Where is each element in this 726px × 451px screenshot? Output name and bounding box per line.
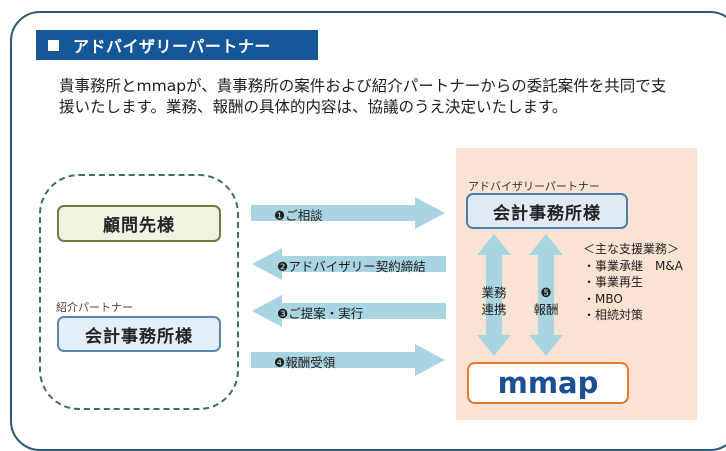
section-title: アドバイザリーパートナー — [73, 37, 271, 56]
section-header: アドバイザリーパートナー — [36, 30, 318, 60]
cooperation-label-line-2: 連携 — [481, 302, 507, 317]
fee-marker: ❺ — [540, 285, 552, 300]
right-office-box: 会計事務所様 — [466, 193, 628, 229]
cooperation-double-arrow — [477, 234, 511, 356]
flow-label-4: ❹報酬受領 — [274, 355, 336, 370]
services-title: ＜主な支援業務＞ — [583, 242, 680, 256]
client-group-border — [39, 174, 239, 410]
intro-line-1: 貴事務所とmmapが、貴事務所の案件および紹介パートナーからの委託案件を共同で支 — [59, 77, 667, 95]
flow-arrow-1-right — [251, 197, 445, 229]
flow-label-1: ❶ご相談 — [274, 208, 323, 223]
advisory-partner-label: アドバイザリーパートナー — [468, 180, 600, 193]
service-item: ・事業承継 M&A — [583, 258, 683, 273]
services-list: ＜主な支援業務＞ ・事業承継 M&A ・事業再生 ・MBO ・相続対策 — [583, 241, 683, 324]
intro-line-2: 援いたします。業務、報酬の具体的内容は、協議のうえ決定いたします。 — [59, 98, 568, 116]
mmap-logo: mmap — [467, 362, 629, 404]
service-item: ・相続対策 — [583, 308, 644, 322]
square-bullet-icon — [48, 39, 59, 51]
cooperation-label: 業務 連携 — [480, 284, 508, 318]
flow-arrow-3-left — [252, 295, 446, 327]
flow-arrow-2-left — [252, 248, 446, 280]
service-item: ・MBO — [583, 291, 623, 306]
flow-label-3: ❸ご提案・実行 — [277, 306, 364, 321]
client-box: 顧問先様 — [57, 205, 221, 242]
flow-arrow-4-right — [251, 344, 445, 376]
fee-double-arrow — [529, 234, 563, 356]
cooperation-label-line-1: 業務 — [481, 285, 507, 300]
service-item: ・事業再生 — [583, 275, 644, 289]
intro-text: 貴事務所とmmapが、貴事務所の案件および紹介パートナーからの委託案件を共同で支… — [59, 76, 719, 118]
intro-partner-label: 紹介パートナー — [56, 301, 133, 314]
flow-label-2: ❷アドバイザリー契約締結 — [277, 259, 426, 274]
left-office-box: 会計事務所様 — [57, 316, 221, 352]
flow-arrows — [251, 197, 563, 376]
fee-label-text: 報酬 — [533, 302, 559, 317]
fee-label: ❺ 報酬 — [532, 284, 560, 318]
